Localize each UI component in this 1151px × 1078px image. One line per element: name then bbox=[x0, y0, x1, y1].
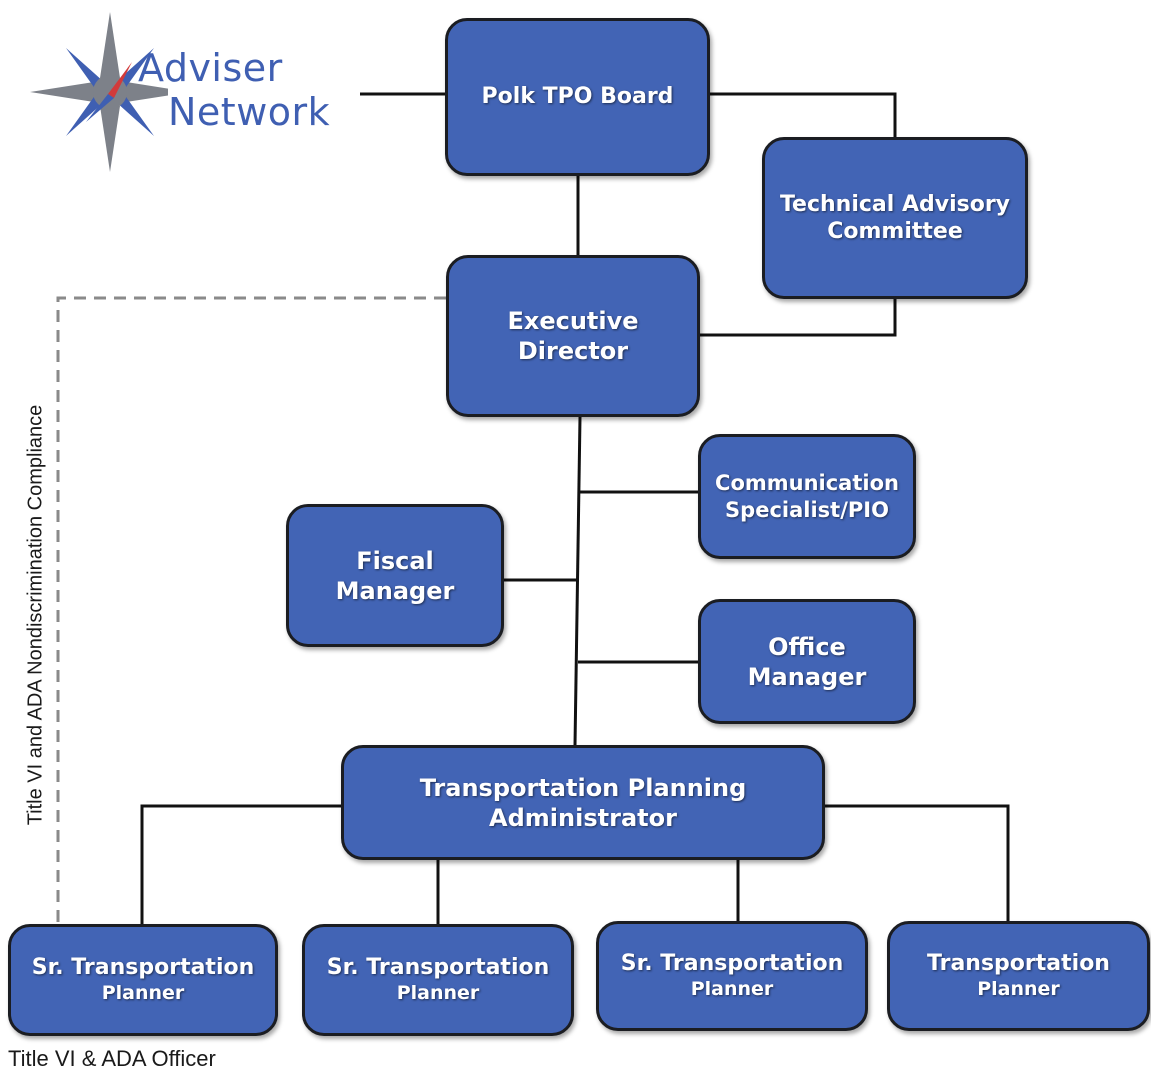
node-sr-transportation-planner-2: Sr. Transportation Planner bbox=[302, 924, 574, 1036]
node-label-line2: Manager bbox=[747, 662, 867, 691]
node-transportation-planning-administrator: Transportation Planning Administrator bbox=[341, 745, 825, 860]
node-label-line1: Sr. Transportation bbox=[326, 955, 550, 981]
node-label-line2: Specialist/PIO bbox=[725, 497, 889, 522]
node-label-line1: Office bbox=[768, 632, 846, 661]
node-label-line1: Communication bbox=[715, 471, 899, 496]
node-label-line1: Transportation Planning bbox=[419, 773, 747, 802]
node-label-line1: Transportation bbox=[927, 951, 1110, 977]
node-label-line1: Sr. Transportation bbox=[31, 955, 255, 981]
node-label-line2: Planner bbox=[396, 981, 480, 1004]
node-executive-director: Executive Director bbox=[446, 255, 700, 417]
logo-text-network: Network bbox=[168, 90, 331, 134]
node-sr-transportation-planner-3: Sr. Transportation Planner bbox=[596, 921, 868, 1031]
node-fiscal-manager: Fiscal Manager bbox=[286, 504, 504, 647]
node-label-line2: Administrator bbox=[489, 803, 677, 832]
node-label-line1: Fiscal bbox=[356, 546, 434, 575]
connector-tpa-planner4 bbox=[825, 804, 1010, 922]
connector-tac-exec bbox=[700, 298, 897, 337]
adviser-network-logo: Adviser Network bbox=[28, 10, 358, 180]
node-label-line1: Executive bbox=[507, 307, 639, 335]
node-polk-tpo-board: Polk TPO Board bbox=[445, 18, 710, 176]
node-transportation-planner: Transportation Planner bbox=[887, 921, 1150, 1031]
logo-text-adviser: Adviser bbox=[138, 46, 283, 90]
node-sr-transportation-planner-1: Sr. Transportation Planner bbox=[8, 924, 278, 1036]
node-label-line2: Manager bbox=[335, 576, 455, 605]
node-label-line1: Sr. Transportation bbox=[620, 951, 844, 977]
node-technical-advisory-committee: Technical Advisory Committee bbox=[762, 137, 1028, 299]
node-communication-specialist: Communication Specialist/PIO bbox=[698, 434, 916, 559]
node-label: Polk TPO Board bbox=[481, 84, 674, 110]
title-vi-officer-label: Title VI & ADA Officer bbox=[8, 1046, 216, 1071]
node-label-line2: Planner bbox=[690, 977, 774, 1000]
compliance-side-label: Title VI and ADA Nondiscrimination Compl… bbox=[24, 404, 47, 826]
node-label-line2: Director bbox=[517, 337, 629, 365]
node-label-line1: Technical Advisory bbox=[779, 191, 1011, 217]
node-label-line2: Committee bbox=[827, 219, 963, 244]
node-label-line2: Planner bbox=[977, 977, 1060, 1000]
node-office-manager: Office Manager bbox=[698, 599, 916, 724]
compass-rose-icon bbox=[30, 12, 168, 172]
connector-tpa-planner1 bbox=[140, 804, 342, 924]
compliance-dashed-line bbox=[56, 296, 446, 924]
connector-board-tac bbox=[710, 92, 897, 137]
node-label-line2: Planner bbox=[101, 981, 185, 1004]
